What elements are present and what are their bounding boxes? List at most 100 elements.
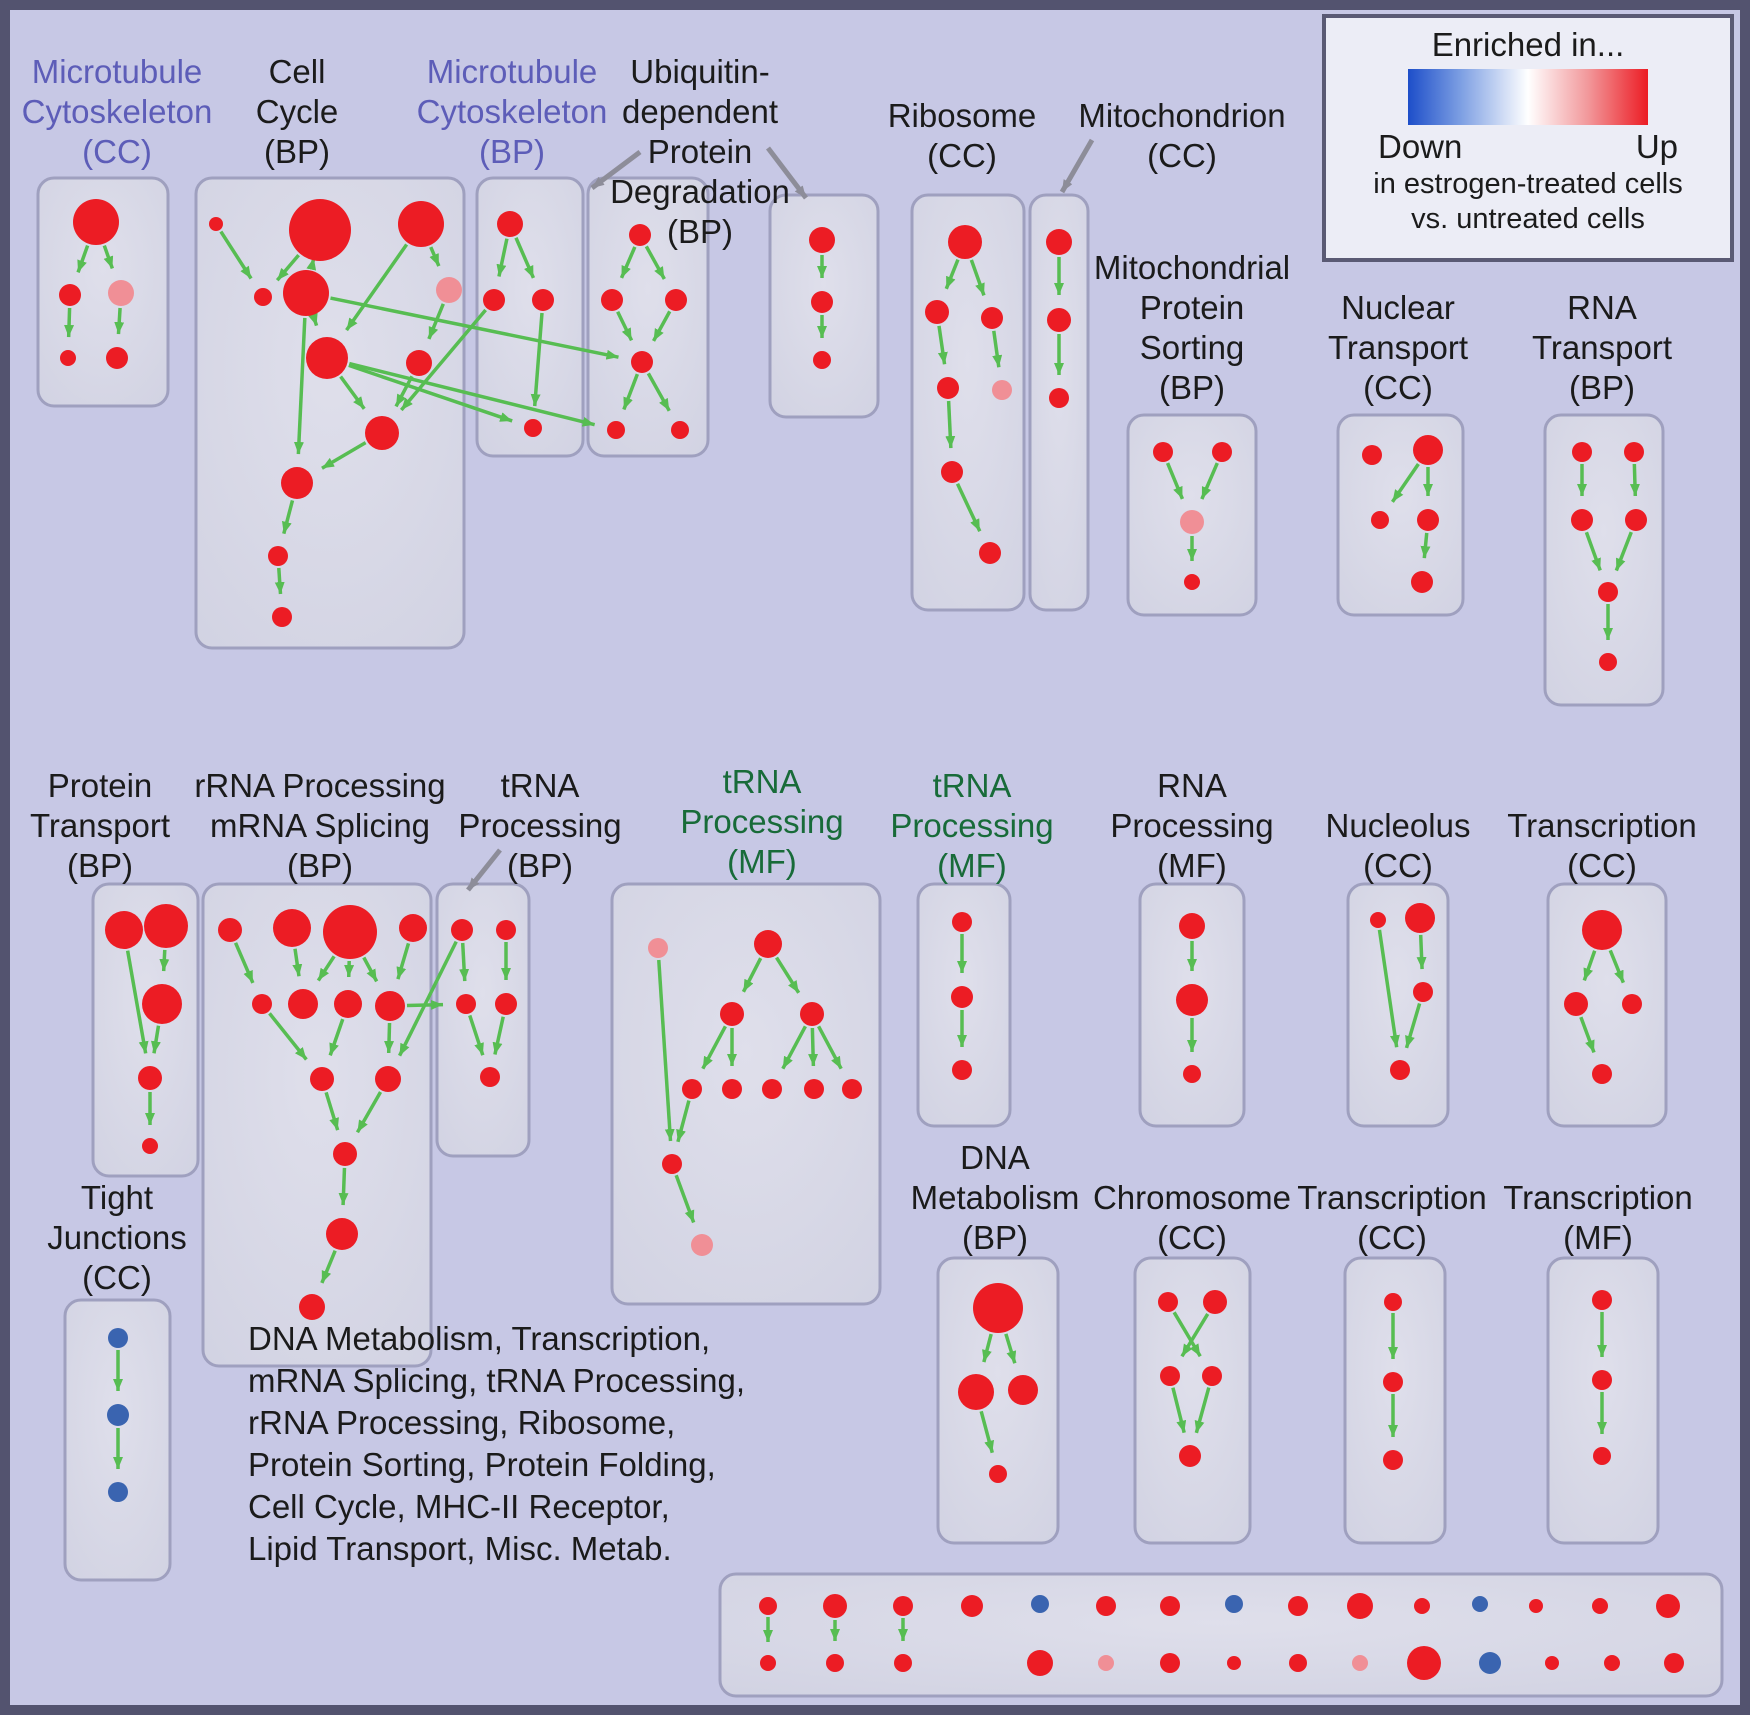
cluster-label-transcription-cc-bottom: Transcription (CC) — [1297, 1179, 1487, 1256]
go-term-node — [893, 1596, 913, 1616]
go-edge — [1200, 462, 1219, 500]
go-edge — [339, 375, 366, 410]
go-term-node — [1049, 388, 1069, 408]
go-edge — [355, 1091, 383, 1134]
go-edge — [817, 1025, 843, 1070]
go-edge — [1377, 929, 1400, 1048]
go-edge — [1171, 1387, 1187, 1434]
go-term-node — [1202, 1366, 1222, 1386]
go-term-node — [272, 607, 292, 627]
go-term-node — [762, 1079, 782, 1099]
go-term-node — [958, 1374, 994, 1410]
go-edge — [338, 1167, 349, 1206]
go-term-node — [1096, 1596, 1116, 1616]
go-edge — [324, 1091, 340, 1131]
go-edge — [64, 307, 75, 338]
go-term-node — [989, 1465, 1007, 1483]
go-term-node — [1160, 1596, 1180, 1616]
go-term-node — [375, 991, 405, 1021]
go-edge — [114, 307, 125, 335]
cluster-label-trna-processing-mf-small: tRNA Processing (MF) — [890, 767, 1054, 884]
go-term-node — [1046, 229, 1072, 255]
go-term-node — [1383, 1372, 1403, 1392]
go-term-node — [218, 918, 242, 942]
cluster-label-transcription-cc-mid: Transcription (CC) — [1507, 807, 1697, 884]
go-edge — [321, 441, 367, 470]
go-term-node — [398, 201, 444, 247]
cluster-label-transcription-mf: Transcription (MF) — [1503, 1179, 1693, 1256]
legend-subtitle-line2: vs. untreated cells — [1411, 203, 1645, 235]
go-term-node — [60, 350, 76, 366]
go-term-node — [1179, 913, 1205, 939]
go-term-node — [268, 546, 288, 566]
go-term-node — [480, 1067, 500, 1087]
go-term-node — [252, 994, 272, 1014]
go-term-node — [281, 467, 313, 499]
legend-down-label: Down — [1378, 128, 1463, 165]
go-edge — [676, 1100, 691, 1143]
go-term-node — [941, 461, 963, 483]
go-term-node — [1225, 1595, 1243, 1613]
go-term-node — [1571, 509, 1593, 531]
go-term-node — [804, 1079, 824, 1099]
go-term-node — [1184, 574, 1200, 590]
go-edge — [781, 1025, 807, 1070]
cluster-box-trna-processing-bp — [435, 882, 531, 1158]
legend-title: Enriched in... — [1431, 26, 1625, 63]
go-term-node — [1599, 653, 1617, 671]
go-term-node — [495, 993, 517, 1015]
legend-box: Enriched in... Down Up in estrogen-treat… — [1322, 14, 1734, 262]
cluster-box-rrna-processing-mrna-splicing-bp — [201, 882, 433, 1368]
cluster-box-nucleolus-cc — [1346, 882, 1450, 1128]
cluster-label-rrna-processing-mrna-splicing-bp: rRNA Processing mRNA Splicing (BP) — [194, 767, 446, 884]
go-term-node — [1411, 571, 1433, 593]
go-edge — [320, 1249, 337, 1284]
label-pointer-arrow — [466, 848, 502, 892]
go-term-node — [1160, 1653, 1180, 1673]
cluster-box-misc-cluster — [718, 1572, 1724, 1698]
go-term-node — [952, 912, 972, 932]
go-term-node — [823, 1594, 847, 1618]
go-term-node — [1592, 1370, 1612, 1390]
go-edge — [644, 245, 666, 280]
go-edge — [293, 317, 307, 455]
go-term-node — [1160, 1366, 1180, 1386]
go-term-node — [1413, 982, 1433, 1002]
go-term-node — [937, 377, 959, 399]
go-term-node — [333, 1142, 357, 1166]
go-edge — [1194, 1387, 1211, 1434]
cluster-label-tight-junctions-cc: Tight Junctions (CC) — [47, 1179, 187, 1296]
go-term-node — [1212, 442, 1232, 462]
go-term-node — [759, 1597, 777, 1615]
go-term-node — [951, 986, 973, 1008]
go-term-node — [436, 277, 462, 303]
go-cross-edge — [348, 363, 513, 423]
legend-updown-row: Down Up — [1378, 127, 1678, 167]
go-term-node — [671, 421, 689, 439]
go-term-node — [306, 337, 348, 379]
go-edge — [944, 258, 960, 290]
go-edge — [219, 230, 253, 280]
go-edge — [657, 959, 675, 1142]
go-term-node — [334, 990, 362, 1018]
go-term-node — [1545, 1656, 1559, 1670]
go-term-node — [524, 419, 542, 437]
go-term-node — [760, 1655, 776, 1671]
go-edge — [514, 237, 536, 279]
go-term-node — [142, 1138, 158, 1154]
go-term-node — [288, 989, 318, 1019]
go-edge — [150, 1025, 161, 1054]
go-term-node — [1347, 1593, 1373, 1619]
go-term-node — [399, 914, 427, 942]
go-term-node — [1288, 1596, 1308, 1616]
go-term-node — [973, 1283, 1023, 1333]
label-pointer-arrow — [590, 150, 642, 190]
go-term-node — [607, 421, 625, 439]
go-term-node — [1407, 1646, 1441, 1680]
go-edge — [268, 1012, 308, 1061]
go-term-node — [1592, 1064, 1612, 1084]
go-edge — [362, 956, 379, 983]
go-edge — [1579, 1016, 1596, 1054]
go-edge — [1165, 462, 1185, 500]
go-term-node — [1604, 1655, 1620, 1671]
